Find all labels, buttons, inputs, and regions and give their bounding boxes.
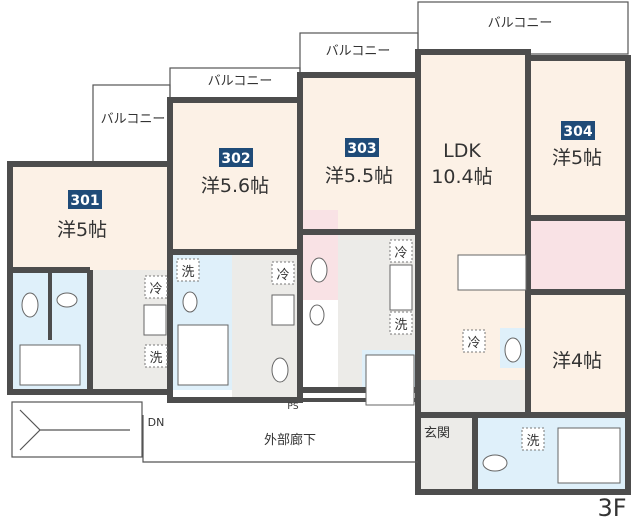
room-size: 洋5帖 [57,219,107,241]
down-label: DN [148,416,165,429]
toilet-icon [21,292,39,318]
balcony-label-301: バルコニー [101,112,166,127]
unit-badge [345,138,379,157]
unit-number: 301 [70,193,99,209]
sink-icon [56,292,78,308]
ldk-label: LDK [443,140,481,162]
balcony-label-303: バルコニー [326,44,391,59]
floor-label: 3F [597,494,626,522]
room-size: 洋5.5帖 [325,165,393,187]
corridor-label: 外部廊下 [264,432,316,448]
walls [7,49,631,495]
fridge-label: 冷 [276,268,289,283]
stove-icon [389,264,413,311]
bathtub-icon [365,354,415,406]
toilet-icon [271,357,289,383]
bathtub-icon [177,324,229,386]
unit-badge [219,148,253,167]
fixtures [11,254,621,484]
kitchen-counter-icon [457,254,527,291]
sink-icon [482,454,508,472]
washer-label: 洗 [149,351,162,366]
unit-number: 303 [347,141,376,157]
room-size: 洋5帖 [552,147,602,169]
stairwell [11,401,143,458]
unit-badge [561,121,595,140]
washer-label: 洗 [526,434,539,449]
fridge-label: 冷 [149,282,162,297]
unit-number: 302 [221,151,250,167]
stove-icon [271,294,295,326]
unit-304: LDK 10.4帖 304 洋5帖 洋4帖 玄関 [424,121,602,441]
washer-label: 洗 [394,318,407,333]
unit-number: 304 [563,124,592,140]
ldk-size: 10.4帖 [431,166,492,188]
fridge-label: 冷 [394,246,407,261]
entrance-label: 玄関 [424,426,450,441]
balcony-label-304: バルコニー [488,16,553,31]
unit-badge [68,190,102,209]
toilet-icon [310,257,328,283]
toilet-icon [504,337,522,363]
unit-303: 303 洋5.5帖 [325,138,393,187]
unit-302: 302 洋5.6帖 [201,148,269,197]
sink-icon [309,304,325,326]
pipe-space-label: PS [287,402,298,412]
room-size-2: 洋4帖 [552,350,602,372]
room-size: 洋5.6帖 [201,175,269,197]
unit-301: 301 洋5帖 [57,190,107,241]
bathtub-icon [557,427,621,484]
washer-label: 洗 [181,265,194,280]
balcony-label-302: バルコニー [208,74,273,89]
bathtub-icon [19,344,81,386]
fridge-label: 冷 [467,336,480,351]
stove-icon [143,304,167,336]
appliance-labels: 冷 洗 冷 洗 冷 洗 冷 洗 [144,239,545,451]
sink-icon [182,291,198,313]
corridor: 外部廊下 DN PS 3F [142,402,627,522]
